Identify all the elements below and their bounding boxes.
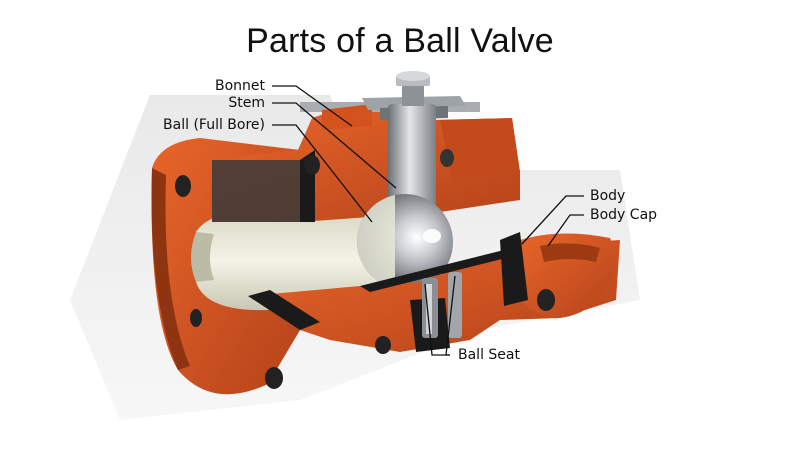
- label-ball-seat: Ball Seat: [458, 347, 520, 363]
- bolt-hole: [440, 149, 454, 167]
- bolt-hole: [175, 175, 191, 197]
- leader-ball-seat-1: [424, 283, 450, 356]
- bolt-hole: [375, 336, 391, 354]
- leader-body-cap: [547, 214, 584, 247]
- bolt-hole: [304, 155, 320, 175]
- label-stem: Stem: [228, 95, 265, 111]
- leader-bonnet: [272, 85, 353, 127]
- body-cap: [500, 232, 618, 318]
- leader-body: [521, 195, 584, 245]
- leader-ball-seat-2: [445, 275, 456, 356]
- leader-stem: [272, 102, 397, 189]
- label-ball: Ball (Full Bore): [163, 117, 265, 133]
- bore-lining: [191, 211, 400, 311]
- label-body: Body: [590, 188, 626, 204]
- ball: [356, 194, 453, 290]
- stem: [388, 71, 436, 224]
- bolt-hole: [537, 289, 555, 311]
- bolt-hole: [190, 309, 202, 327]
- leader-lines: [272, 85, 584, 356]
- bolt-hole: [265, 367, 283, 389]
- leader-ball: [272, 124, 373, 223]
- label-body-cap: Body Cap: [590, 207, 658, 223]
- diagram-title: Parts of a Ball Valve: [246, 22, 554, 60]
- label-bonnet: Bonnet: [214, 78, 265, 94]
